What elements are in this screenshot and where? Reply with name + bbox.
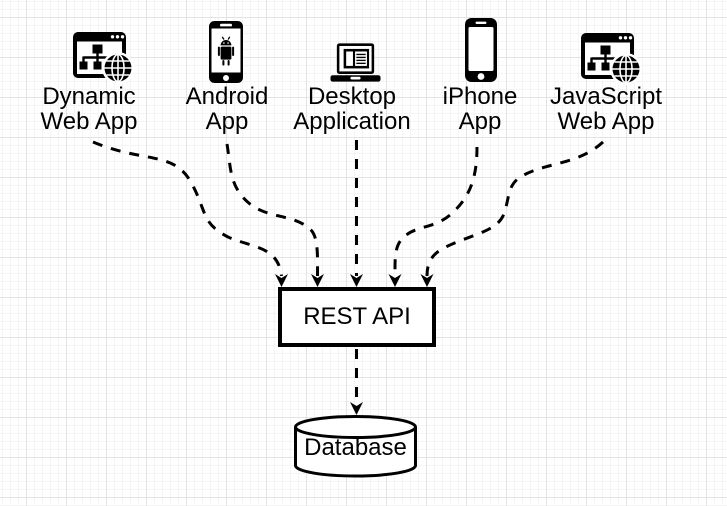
node-dynamic-web-app[interactable]: Dynamic Web App: [14, 28, 164, 134]
database-cylinder-icon: [294, 415, 417, 478]
label-line-1: Dynamic: [42, 83, 136, 110]
label-line-1: JavaScript: [549, 83, 663, 110]
browser-globe-icon: [581, 33, 642, 85]
smartphone-icon: [465, 18, 497, 82]
label-line-1: Android: [185, 83, 269, 110]
node-label: Dynamic Web App: [14, 84, 164, 134]
label-line-2: App: [458, 108, 502, 135]
edge-iphone-app-to-rest-api[interactable]: [388, 146, 479, 287]
node-label: Android App: [152, 84, 302, 134]
laptop-icon: [330, 43, 381, 82]
node-label: iPhone App: [405, 84, 555, 134]
edge-rest-api-to-database[interactable]: [350, 349, 363, 415]
label-line-2: App: [205, 108, 249, 135]
browser-globe-icon: [73, 32, 134, 84]
node-rest-api[interactable]: REST API: [278, 287, 436, 347]
rest-api-label: REST API: [303, 303, 411, 330]
node-label: Desktop Application: [277, 84, 427, 134]
label-line-1: Desktop: [307, 83, 397, 110]
edge-desktop-application-to-rest-api[interactable]: [350, 140, 363, 287]
node-android-app[interactable]: Android App: [152, 17, 302, 134]
node-database[interactable]: Database: [294, 415, 417, 479]
label-line-2: Web App: [557, 108, 655, 135]
database-label: Database: [304, 434, 407, 461]
node-javascript-web-app[interactable]: JavaScript Web App: [531, 27, 681, 134]
android-phone-icon: [209, 21, 243, 83]
label-line-1: iPhone: [442, 83, 518, 110]
node-iphone-app[interactable]: iPhone App: [405, 16, 555, 134]
node-desktop-application[interactable]: Desktop Application: [277, 40, 427, 134]
edge-android-app-to-rest-api[interactable]: [225, 143, 324, 287]
node-label: JavaScript Web App: [531, 84, 681, 134]
label-line-2: Application: [293, 108, 411, 135]
label-line-2: Web App: [40, 108, 138, 135]
edge-javascript-web-app-to-rest-api[interactable]: [420, 140, 605, 287]
edge-dynamic-web-app-to-rest-api[interactable]: [92, 140, 288, 287]
